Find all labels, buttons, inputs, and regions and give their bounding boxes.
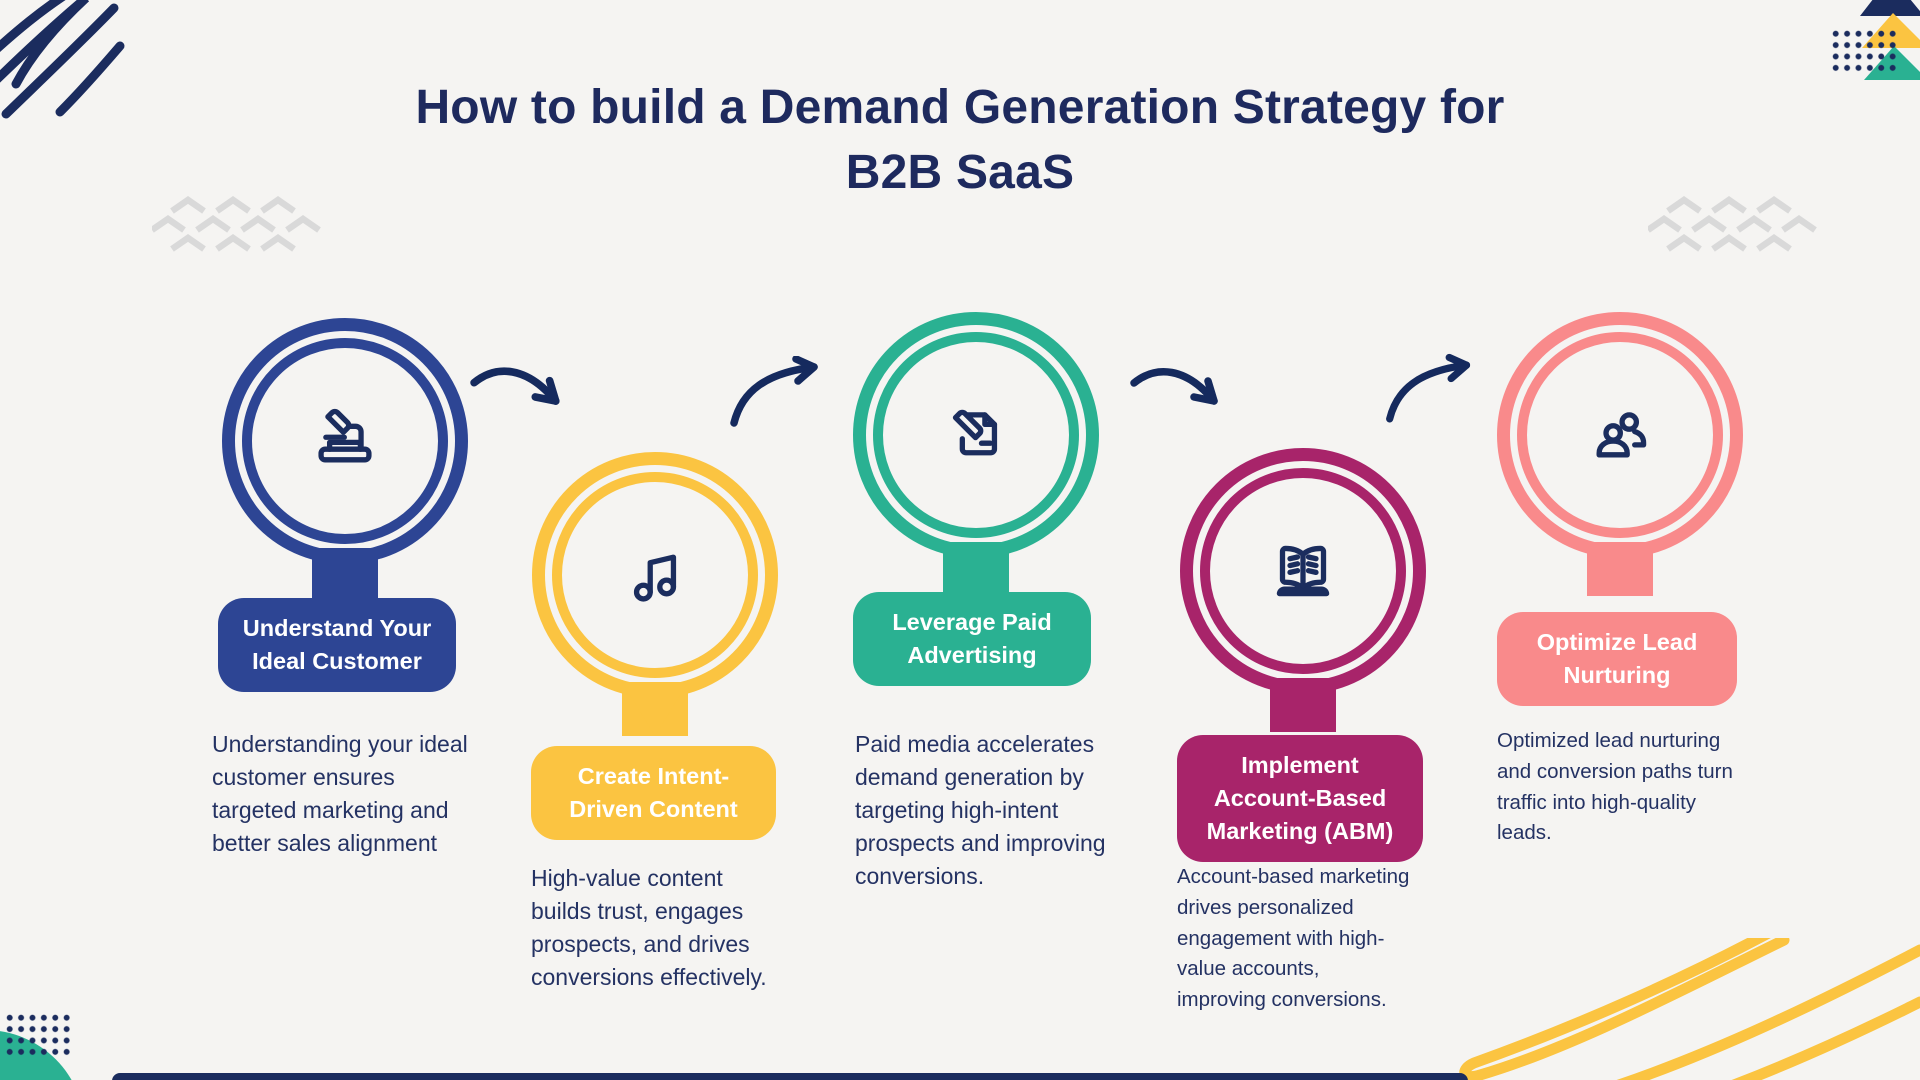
step-1-description: Understanding your ideal customer ensure… <box>212 731 468 856</box>
step-2-circle <box>532 452 778 698</box>
step-2-label: Create Intent-Driven Content <box>531 746 776 840</box>
dot-grid-top-right <box>1830 28 1898 74</box>
step-1-circle <box>222 318 468 564</box>
step-4-pointer <box>1270 678 1336 732</box>
step-3-pointer <box>943 542 1009 596</box>
step-5-description: Optimized lead nurturing and conversion … <box>1497 729 1733 845</box>
people-icon <box>1596 412 1647 458</box>
arrow-step3-step4-icon <box>1130 368 1218 405</box>
chevron-pattern-left <box>152 196 321 252</box>
step-1-pointer <box>312 548 378 602</box>
step-5-circle <box>1497 312 1743 558</box>
step-5-pointer <box>1587 542 1653 596</box>
step-2-description: High-value content builds trust, engages… <box>531 865 767 990</box>
step-3-label: Leverage Paid Advertising <box>853 592 1091 686</box>
step-4-label: Implement Account-Based Marketing (ABM) <box>1177 735 1423 862</box>
step-4-description: Account-based marketing drives personali… <box>1177 865 1410 1011</box>
navy-triangle <box>1860 0 1920 16</box>
scribble-decoration-bottom-right <box>1459 938 1920 1080</box>
page-title-line-2: B2B SaaS <box>845 145 1075 199</box>
step-4-circle <box>1180 448 1426 694</box>
dot-grid-bottom-left <box>4 1012 72 1058</box>
page-title: How to build a Demand Generation Strateg… <box>300 76 1620 206</box>
open-book-icon <box>1276 545 1330 597</box>
scribble-decoration-top-left <box>0 0 125 119</box>
arrow-step2-step3-icon <box>730 356 818 427</box>
step-5-label: Optimize Lead Nurturing <box>1497 612 1737 706</box>
step-2-pointer <box>622 682 688 736</box>
step-3-description: Paid media accelerates demand generation… <box>855 731 1106 889</box>
arrow-step4-step5-icon <box>1386 353 1471 423</box>
chevron-pattern-right <box>1648 196 1817 252</box>
arrow-step1-step2-icon <box>470 367 560 405</box>
stamp-icon <box>318 408 372 463</box>
step-3-circle <box>853 312 1099 558</box>
music-note-icon <box>633 554 677 602</box>
page-title-line-1: How to build a Demand Generation Strateg… <box>415 81 1505 134</box>
step-1-label: Understand Your Ideal Customer <box>218 598 456 692</box>
document-pen-icon <box>952 409 998 456</box>
bottom-bar-decoration <box>112 1073 1468 1080</box>
